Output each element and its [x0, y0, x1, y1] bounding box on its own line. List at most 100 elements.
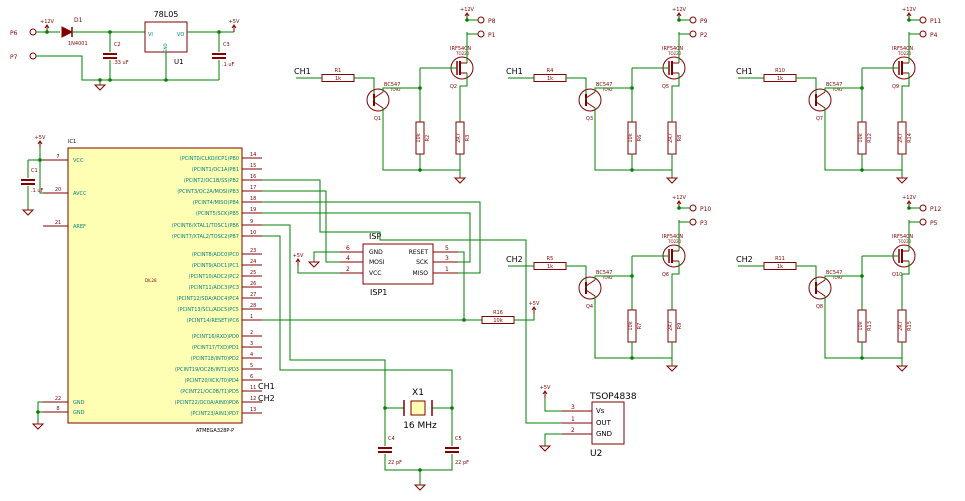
- wire: [459, 73, 468, 122]
- connector-label: P4: [930, 32, 938, 39]
- wire: [382, 68, 421, 92]
- pin-number: 14: [250, 152, 256, 158]
- junction-dot: [860, 168, 864, 172]
- connector-label: P12: [930, 206, 941, 213]
- pin-number: 4: [346, 255, 350, 262]
- pin-number: 2: [571, 427, 575, 434]
- pin-number: 3: [445, 255, 449, 262]
- cap-ref: C3: [223, 42, 230, 48]
- pin-name: (PCINT21/OC0B/T1)PD5: [180, 389, 239, 395]
- resistor-ref: R14: [907, 133, 913, 143]
- resistor-ref: R16: [493, 310, 503, 316]
- net-label: CH2: [736, 255, 753, 264]
- pin-name: (PCINT2/OC1B/SS)PB2: [184, 178, 239, 184]
- power-label: +5V: [229, 19, 240, 25]
- pin-name: (PCINT22/OC0A/AIN0)PD6: [175, 400, 239, 406]
- npn-transistor: [578, 88, 602, 112]
- pin-number: 6: [250, 374, 253, 380]
- resistor-ref: R6: [637, 135, 643, 142]
- net-label: CH1: [506, 67, 523, 76]
- connector-terminal: [477, 16, 485, 24]
- pin-name: (PCINT6/XTAL1/TOSC1)PB6: [172, 223, 239, 229]
- pin-name: GND: [73, 410, 85, 416]
- power-arrow: [676, 200, 682, 205]
- ground-symbol: [453, 177, 467, 184]
- wire: [36, 55, 219, 81]
- connector-terminal: [689, 218, 697, 226]
- pin-number: 24: [250, 259, 256, 265]
- pin-number: 20: [55, 187, 61, 193]
- pin-number: 8: [56, 406, 59, 412]
- resistor-value: 10k: [858, 321, 864, 330]
- pin-number: 22: [55, 396, 61, 402]
- wire: [566, 265, 587, 286]
- fet-part: IRF540N: [662, 234, 683, 240]
- resistor-value: 2R7: [898, 321, 904, 331]
- pin-number: 1: [571, 416, 575, 423]
- pin-number: 16: [250, 174, 256, 180]
- ground-symbol: [538, 445, 552, 452]
- wire: [313, 251, 340, 262]
- pin-number: 5: [250, 363, 253, 369]
- bjt-part: BC547: [384, 82, 400, 88]
- pin-name: Vs: [596, 407, 605, 415]
- cap-value: .1 uF: [222, 62, 235, 68]
- connector-label: P7: [10, 54, 18, 61]
- line: [373, 91, 384, 99]
- cap-ref: C4: [388, 436, 395, 442]
- mcu-ref: IC1: [68, 139, 76, 145]
- pin-number: 5: [445, 245, 449, 252]
- wire: [458, 251, 465, 320]
- wire: [901, 73, 910, 122]
- pin-name: (PCINT12/SDA/ADC4)PC4: [177, 296, 239, 302]
- pin-name: (PCINT17/TXD)PD1: [192, 345, 239, 351]
- fet-package: TO220: [897, 239, 912, 244]
- wire: [594, 296, 672, 359]
- bjt-package: TO92: [831, 275, 843, 280]
- ground-symbol: [895, 177, 909, 184]
- cap-value: .33 uF: [113, 60, 129, 66]
- pin-number: 21: [55, 220, 61, 226]
- connector-terminal: [477, 30, 485, 38]
- pin-number: 2: [346, 266, 350, 273]
- fet-part: IRF540N: [892, 46, 913, 52]
- pin-number: 12: [250, 396, 256, 402]
- pin-name: (PCINT4/MISO)PB4: [193, 200, 239, 206]
- cap-ref: C1: [31, 168, 38, 174]
- fet-part: IRF540N: [892, 234, 913, 240]
- junction-dot: [630, 168, 634, 172]
- line: [815, 279, 826, 287]
- power-arrow: [542, 390, 548, 395]
- line: [815, 101, 826, 109]
- junction-dot: [45, 30, 49, 34]
- power-label: +5V: [540, 385, 551, 391]
- ground-symbol: [307, 261, 321, 268]
- wire: [262, 235, 453, 408]
- fet-package: TO220: [897, 51, 912, 56]
- connector-terminal: [689, 204, 697, 212]
- pin-number: 26: [250, 281, 256, 287]
- bjt-part: BC547: [826, 82, 842, 88]
- pin-number: 4: [250, 352, 253, 358]
- pin-name: (PCINT1/OC1A)PB1: [192, 167, 239, 173]
- pin-name: GND: [73, 400, 85, 406]
- bjt-ref: Q1: [374, 116, 381, 122]
- wire: [824, 296, 902, 359]
- cap-value: 22 pF: [388, 460, 402, 466]
- wire: [37, 401, 43, 424]
- bjt-part: BC547: [826, 270, 842, 276]
- isp-ref: ISP1: [370, 288, 387, 297]
- resistor-ref: R9: [677, 323, 683, 330]
- isp-body: [362, 243, 434, 285]
- pin-name: (PCINT18/INT0)PD2: [191, 356, 239, 362]
- resistor-ref: R10: [775, 68, 785, 74]
- pin-name: VO: [177, 32, 184, 38]
- resistor-value: 1k: [547, 76, 553, 82]
- pin-number: 10: [250, 230, 256, 236]
- power-label: +12V: [902, 195, 917, 201]
- power-arrow: [676, 12, 682, 17]
- bjt-ref: Q4: [586, 304, 593, 310]
